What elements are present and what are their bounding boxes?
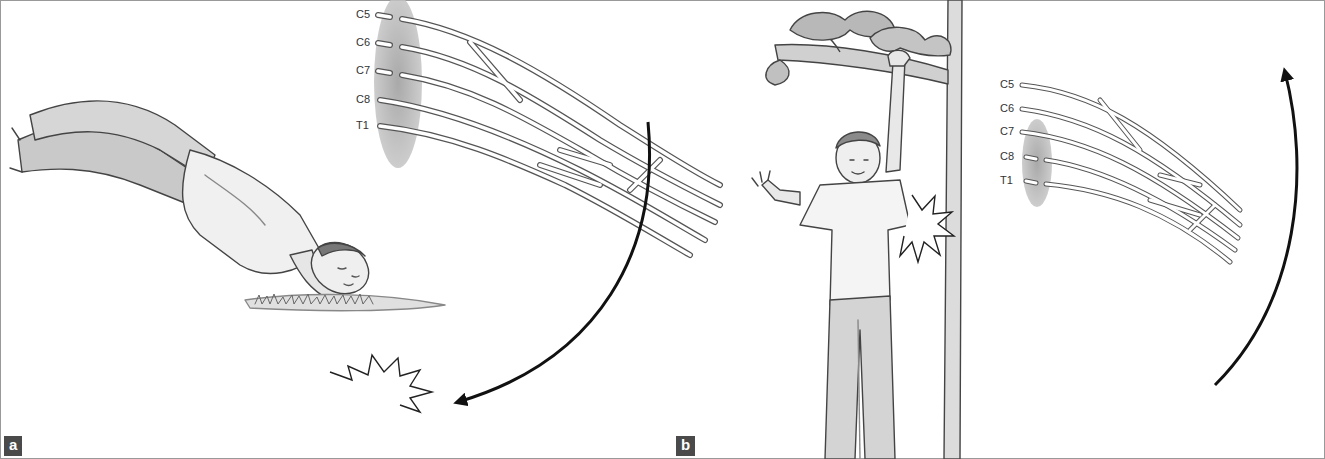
root-label: C8 (1000, 151, 1014, 162)
root-label: C6 (1000, 103, 1014, 114)
hanging-boy (752, 50, 910, 459)
root-label: T1 (356, 120, 369, 131)
root-label: C5 (356, 9, 370, 20)
impact-star (900, 195, 954, 262)
impact-star (330, 355, 432, 412)
tree (766, 0, 962, 459)
injury-zone (374, 0, 422, 168)
root-label: C5 (1000, 79, 1014, 90)
root-label: T1 (1000, 175, 1013, 186)
panel-letter: b (676, 436, 695, 456)
root-label: C7 (1000, 126, 1014, 137)
root-label: C8 (356, 94, 370, 105)
brachial-plexus (1022, 85, 1240, 262)
root-label: C7 (356, 65, 370, 76)
root-label: C6 (356, 37, 370, 48)
panel-letter: a (4, 436, 22, 456)
brachial-plexus (378, 15, 720, 255)
motion-arrow (1215, 72, 1297, 385)
motion-arrow (458, 122, 649, 402)
